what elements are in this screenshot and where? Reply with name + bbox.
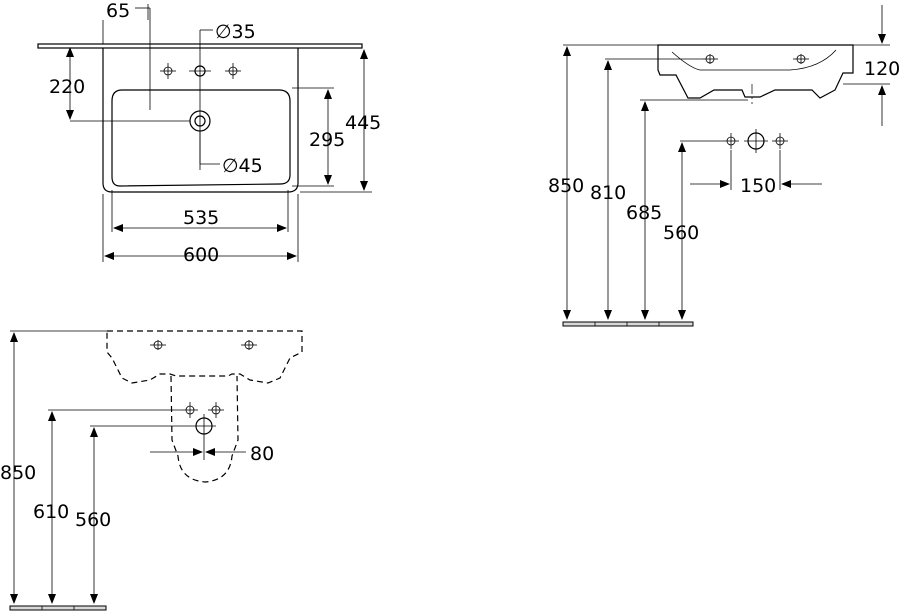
dim-overall-depth: 445 [345,112,381,134]
dim-supply-spacing: 150 [740,175,776,197]
dim-height-underside: 810 [590,182,626,204]
pedestal-tap-hole-right-icon [241,340,257,350]
dim-pedestal-height-waste: 610 [33,501,69,523]
supply-valve-right-icon [772,133,788,149]
dim-overall-width: 600 [183,244,219,266]
top-view-basin-outline [102,48,299,193]
pedestal-waste-icon [192,414,216,438]
top-view: 65 ∅35 220 ∅45 295 445 535 600 [37,0,381,266]
dim-height-supply: 560 [663,222,699,244]
pedestal-valve-right-icon [208,402,224,418]
pedestal-valve-left-icon [182,402,198,418]
dim-tap-hole-depth: 220 [49,76,85,98]
pedestal-view: 80 850 610 560 [0,330,303,611]
dim-bowl-depth: 295 [309,129,345,151]
pedestal-outline [170,375,239,483]
supply-waste-center-icon [744,129,768,153]
side-tap-hole-left-icon [702,54,718,64]
dim-height-waste: 685 [626,202,662,224]
side-view: 120 150 850 810 685 5 [548,5,900,327]
side-tap-hole-right-icon [793,54,809,64]
dim-bowl-width: 535 [183,207,219,229]
dim-rim-thickness: 120 [864,58,900,80]
pedestal-view-basin-outline [106,330,303,384]
supply-valve-left-icon [723,133,739,149]
dim-pedestal-height-supply: 560 [75,509,111,531]
side-view-basin-outline [657,44,854,99]
dim-tap-hole-diameter: ∅35 [215,21,256,43]
dim-waste-diameter: ∅45 [222,155,263,177]
dim-waste-offset: 80 [250,443,274,465]
side-view-floor [562,321,694,327]
waste-outlet-icon [70,82,211,170]
tap-hole-center-icon [189,60,211,82]
tap-hole-left-icon [160,63,176,79]
top-view-bowl-outline [111,89,291,187]
pedestal-view-floor [9,605,107,611]
dim-pedestal-height-rim: 850 [0,462,36,484]
pedestal-tap-hole-left-icon [150,340,166,350]
tap-hole-right-icon [225,63,241,79]
dim-height-rim: 850 [548,175,584,197]
dim-overflow-offset: 65 [106,0,130,22]
